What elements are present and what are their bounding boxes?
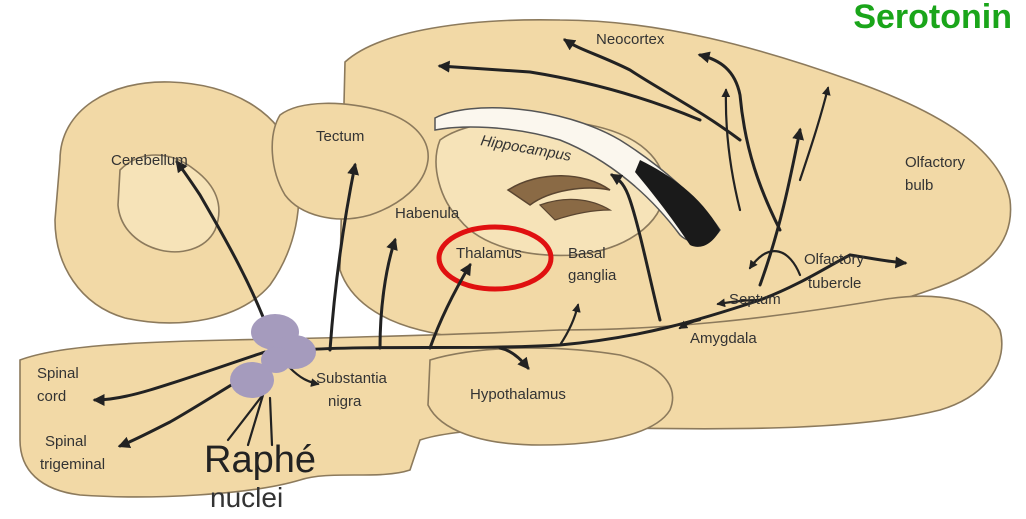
olfactory-tubercle-label-line1: Olfactory [804, 251, 865, 268]
amygdala-label: Amygdala [690, 330, 757, 347]
spinal-cord-label-line2: cord [37, 388, 66, 405]
spinal-trigeminal-label-line1: Spinal [45, 433, 87, 450]
basal-ganglia-label-line2: ganglia [568, 267, 617, 284]
raphe-label-line2: nuclei [210, 482, 283, 513]
olfactory-tubercle-label-line2: tubercle [808, 275, 861, 292]
cerebellum-label: Cerebellum [111, 152, 188, 169]
habenula-label: Habenula [395, 205, 460, 222]
septum-label: Septum [729, 291, 781, 308]
spinal-trigeminal-label-line2: trigeminal [40, 456, 105, 473]
neocortex-label: Neocortex [596, 31, 665, 48]
hypothalamus-label: Hypothalamus [470, 386, 566, 403]
thalamus-label: Thalamus [456, 245, 522, 262]
olfactory-bulb-label-line2: bulb [905, 177, 933, 194]
substantia-nigra-label-line1: Substantia [316, 370, 388, 387]
tectum-label: Tectum [316, 128, 364, 145]
raphe-label-line1: Raphé [204, 439, 316, 481]
serotonin-title: Serotonin [853, 0, 1012, 36]
basal-ganglia-label-line1: Basal [568, 245, 606, 262]
olfactory-bulb-label-line1: Olfactory [905, 154, 966, 171]
substantia-nigra-label-line2: nigra [328, 393, 362, 410]
spinal-cord-label-line1: Spinal [37, 365, 79, 382]
